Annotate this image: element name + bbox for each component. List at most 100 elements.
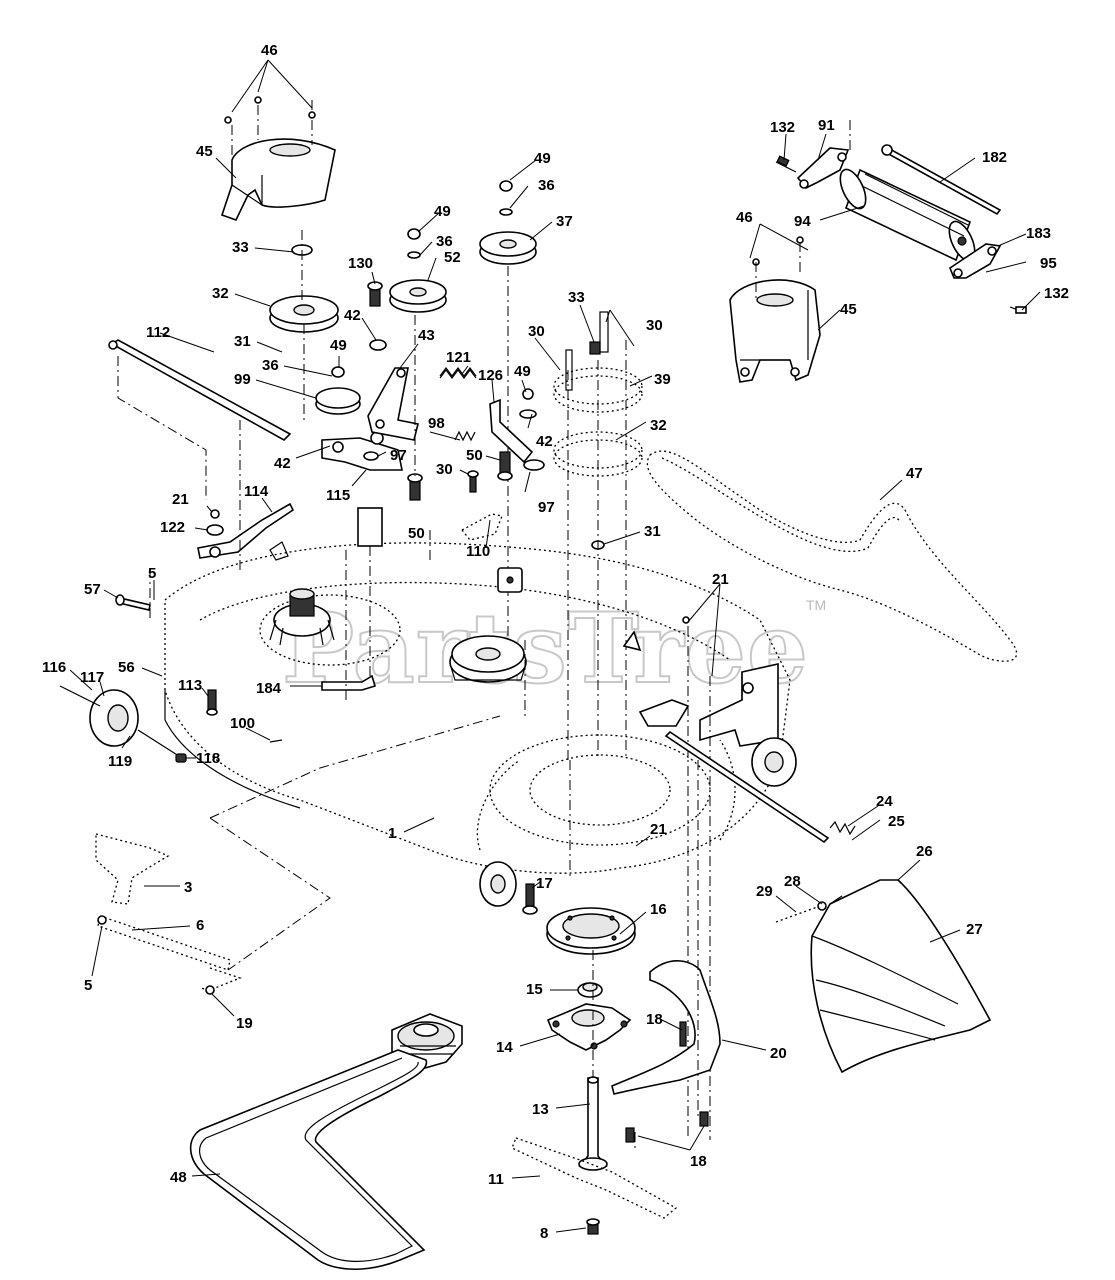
idler-bracket-115 bbox=[321, 431, 403, 471]
callout-30: 30 bbox=[646, 317, 663, 334]
assembly-lines bbox=[149, 100, 851, 1150]
callout-132: 132 bbox=[770, 119, 795, 136]
callout-42: 42 bbox=[274, 455, 291, 472]
callout-25: 25 bbox=[888, 813, 905, 830]
callout-99: 99 bbox=[234, 371, 251, 388]
blade-bolt-8 bbox=[586, 1218, 600, 1235]
callout-8: 8 bbox=[540, 1225, 548, 1242]
pin-100 bbox=[269, 739, 283, 743]
callout-126: 126 bbox=[478, 367, 503, 384]
spring-98 bbox=[454, 430, 476, 442]
callout-21: 21 bbox=[172, 491, 189, 508]
drive-belt-47 bbox=[646, 450, 1018, 662]
front-gauge-wheel bbox=[479, 861, 517, 907]
callout-114: 114 bbox=[244, 483, 269, 500]
callout-27: 27 bbox=[966, 921, 983, 938]
bolt-130 bbox=[367, 281, 383, 307]
idler-arm-126 bbox=[489, 388, 545, 481]
spindle-shaft-13 bbox=[578, 950, 608, 1171]
callout-117: 117 bbox=[80, 669, 104, 686]
mower-blade-11 bbox=[511, 1137, 678, 1219]
callout-31: 31 bbox=[234, 333, 251, 350]
deck-spindle-pulley bbox=[269, 588, 335, 646]
callout-97: 97 bbox=[390, 447, 407, 464]
callout-42: 42 bbox=[344, 307, 361, 324]
anti-scalp-roller-94 bbox=[839, 168, 976, 262]
bracket-110 bbox=[461, 513, 523, 593]
callout-118: 118 bbox=[196, 750, 220, 767]
callout-45: 45 bbox=[196, 143, 213, 160]
bolt-17 bbox=[522, 883, 538, 915]
discharge-chute-27 bbox=[775, 879, 992, 1074]
callout-21: 21 bbox=[650, 821, 667, 838]
belt-cover-right bbox=[729, 236, 821, 383]
callout-13: 13 bbox=[532, 1101, 549, 1118]
callout-30: 30 bbox=[436, 461, 453, 478]
roller-axle-182 bbox=[881, 144, 1002, 216]
callout-112: 112 bbox=[146, 324, 170, 341]
callout-33: 33 bbox=[568, 289, 585, 306]
callout-5: 5 bbox=[84, 977, 92, 994]
callout-26: 26 bbox=[916, 843, 933, 860]
callout-121: 121 bbox=[446, 349, 471, 366]
spindle-pulley-stack-right bbox=[553, 311, 643, 760]
callout-110: 110 bbox=[466, 543, 490, 560]
lift-rod-112 bbox=[108, 339, 292, 500]
lift-link-rod bbox=[664, 730, 856, 844]
roller-bracket-95 bbox=[949, 243, 1027, 314]
pto-belt-48 bbox=[189, 1049, 428, 1271]
callout-52: 52 bbox=[444, 249, 461, 266]
callout-3: 3 bbox=[184, 879, 192, 896]
callout-47: 47 bbox=[906, 465, 923, 482]
callout-36: 36 bbox=[538, 177, 555, 194]
callout-18: 18 bbox=[646, 1011, 663, 1028]
callout-37: 37 bbox=[556, 213, 573, 230]
callout-56: 56 bbox=[118, 659, 135, 676]
bolt-30-lower bbox=[467, 470, 479, 493]
pulley-52 bbox=[389, 228, 447, 313]
callout-6: 6 bbox=[196, 917, 204, 934]
callout-20: 20 bbox=[770, 1045, 787, 1062]
belt-cover-left bbox=[220, 96, 336, 221]
callout-97: 97 bbox=[538, 499, 555, 516]
callout-119: 119 bbox=[108, 753, 132, 770]
callout-49: 49 bbox=[514, 363, 531, 380]
front-lift-rod-6 bbox=[97, 915, 242, 995]
rear-wheel-right bbox=[751, 737, 797, 787]
callout-130: 130 bbox=[348, 255, 373, 272]
callout-14: 14 bbox=[496, 1039, 513, 1056]
callout-19: 19 bbox=[236, 1015, 253, 1032]
callout-29: 29 bbox=[756, 883, 773, 900]
callout-50: 50 bbox=[408, 525, 425, 542]
spindle-housing-16 bbox=[546, 907, 636, 955]
callout-116: 116 bbox=[42, 659, 66, 676]
spindle-base-14 bbox=[546, 1003, 632, 1051]
callout-57: 57 bbox=[84, 581, 101, 598]
callout-labels: 46 45 33 32 31 36 99 42 112 130 49 36 52… bbox=[42, 42, 1069, 1242]
callout-31: 31 bbox=[644, 523, 661, 540]
callout-1: 1 bbox=[388, 825, 396, 842]
pin-184 bbox=[321, 507, 383, 700]
leader-lines bbox=[69, 59, 1041, 1233]
deck-drive-pulley bbox=[449, 635, 527, 683]
pulley-stack-left bbox=[269, 230, 339, 420]
pin-57 bbox=[115, 594, 151, 611]
bolt-50-left bbox=[407, 315, 423, 501]
gauge-wheel-117 bbox=[59, 685, 187, 763]
callout-49: 49 bbox=[330, 337, 347, 354]
lift-bracket-114 bbox=[197, 502, 295, 561]
callout-33: 33 bbox=[232, 239, 249, 256]
washer-42-left bbox=[369, 339, 387, 351]
watermark-trademark: TM bbox=[806, 597, 826, 613]
callout-46: 46 bbox=[261, 42, 278, 59]
callout-115: 115 bbox=[326, 487, 350, 504]
callout-32: 32 bbox=[212, 285, 229, 302]
pulley-37 bbox=[479, 180, 537, 640]
callout-15: 15 bbox=[526, 981, 543, 998]
callout-182: 182 bbox=[982, 149, 1007, 166]
callout-98: 98 bbox=[428, 415, 445, 432]
callout-32: 32 bbox=[650, 417, 667, 434]
idler-arm-43 bbox=[367, 367, 419, 441]
deck-hanger-bracket bbox=[622, 616, 779, 1140]
